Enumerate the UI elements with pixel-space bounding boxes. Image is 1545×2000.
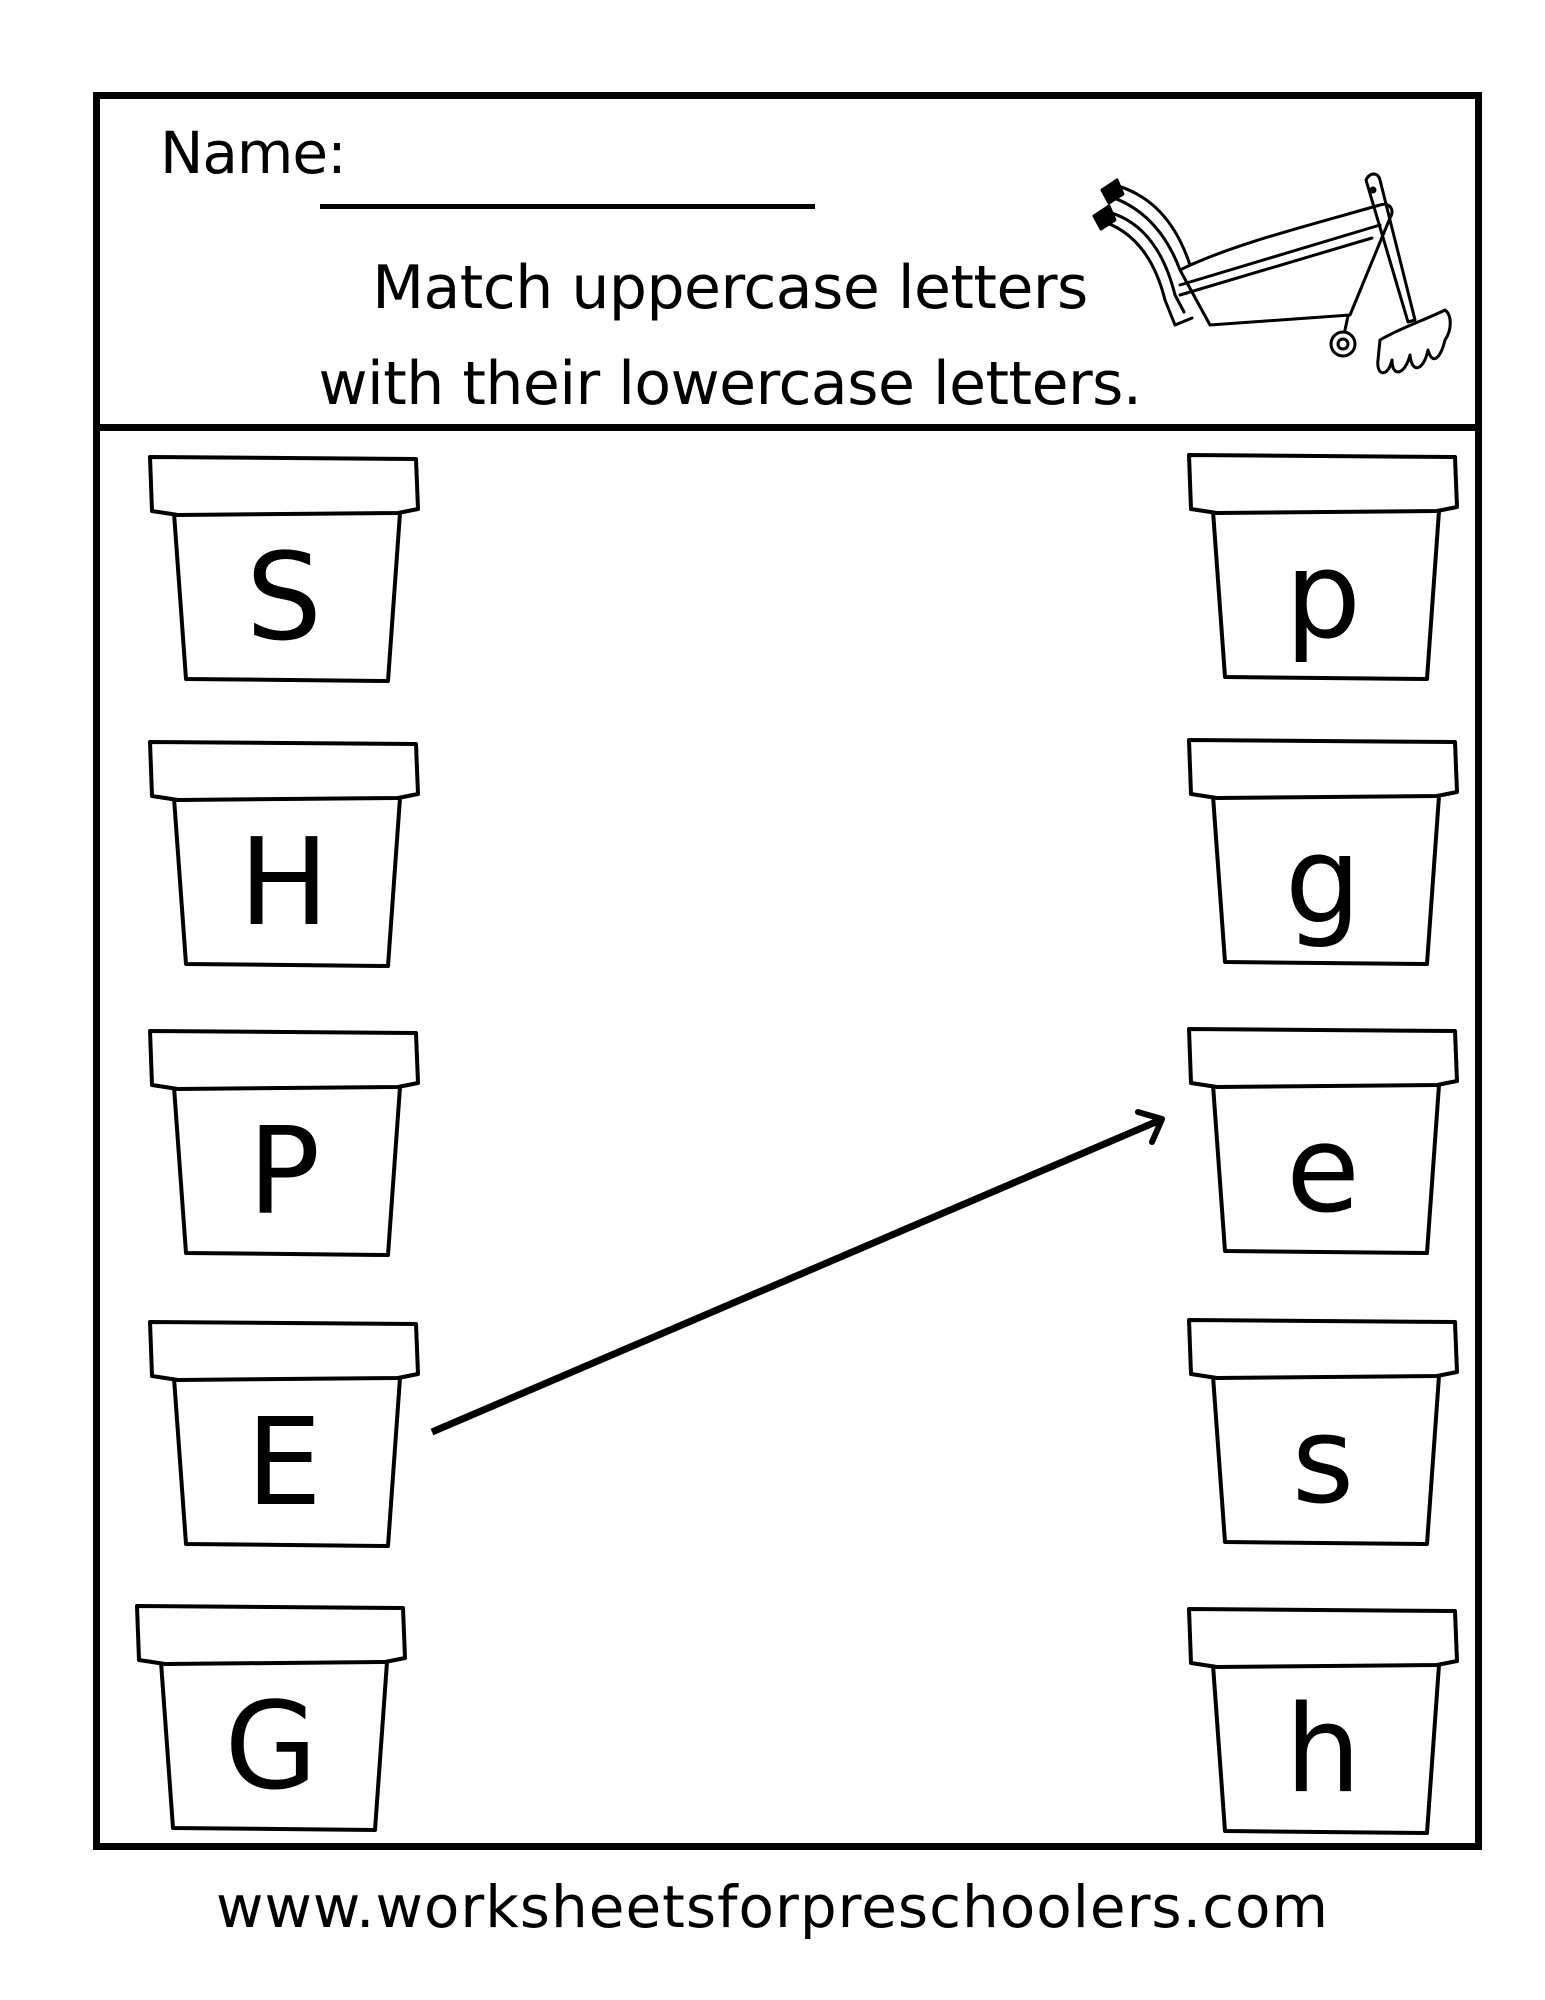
uppercase-pot-P[interactable]: P [148, 1027, 420, 1259]
pot-letter: p [1284, 527, 1362, 666]
pot-letter: S [245, 529, 323, 668]
lowercase-pot-e[interactable]: e [1187, 1025, 1459, 1257]
pot-letter: H [238, 814, 330, 953]
lowercase-pot-g[interactable]: g [1187, 736, 1459, 968]
worksheet-frame [93, 92, 1482, 1850]
flower-pot-icon [1187, 738, 1459, 966]
flower-pot-icon [1187, 1318, 1459, 1546]
uppercase-pot-G[interactable]: G [135, 1602, 407, 1834]
pot-letter: P [247, 1103, 321, 1242]
flower-pot-icon [1187, 1027, 1459, 1255]
name-input-line[interactable] [320, 204, 815, 209]
uppercase-pot-E[interactable]: E [148, 1318, 420, 1550]
instructions: Match uppercase letters with their lower… [240, 240, 1220, 432]
flower-pot-icon [148, 1029, 420, 1257]
pot-letter: e [1286, 1101, 1360, 1240]
flower-pot-icon [148, 455, 420, 683]
flower-pot-icon [148, 1320, 420, 1548]
flower-pot-icon [1187, 1607, 1459, 1835]
flower-pot-icon [135, 1604, 407, 1832]
uppercase-pot-H[interactable]: H [148, 738, 420, 970]
lowercase-pot-p[interactable]: p [1187, 451, 1459, 683]
flower-pot-icon [1187, 453, 1459, 681]
uppercase-pot-S[interactable]: S [148, 453, 420, 685]
instructions-line-1: Match uppercase letters [372, 253, 1088, 323]
pot-letter: g [1284, 812, 1362, 951]
name-label: Name: [160, 119, 347, 187]
pot-letter: E [246, 1394, 322, 1533]
lowercase-pot-h[interactable]: h [1187, 1605, 1459, 1837]
footer-url: www.worksheetsforpreschoolers.com [216, 1873, 1329, 1941]
instructions-line-2: with their lowercase letters. [318, 349, 1142, 419]
lowercase-pot-s[interactable]: s [1187, 1316, 1459, 1548]
flower-pot-icon [148, 740, 420, 968]
header-divider [93, 424, 1482, 431]
wheelbarrow-and-rake-icon [1080, 150, 1460, 380]
pot-letter: G [224, 1678, 318, 1817]
pot-letter: s [1291, 1392, 1355, 1531]
pot-letter: h [1284, 1681, 1362, 1820]
